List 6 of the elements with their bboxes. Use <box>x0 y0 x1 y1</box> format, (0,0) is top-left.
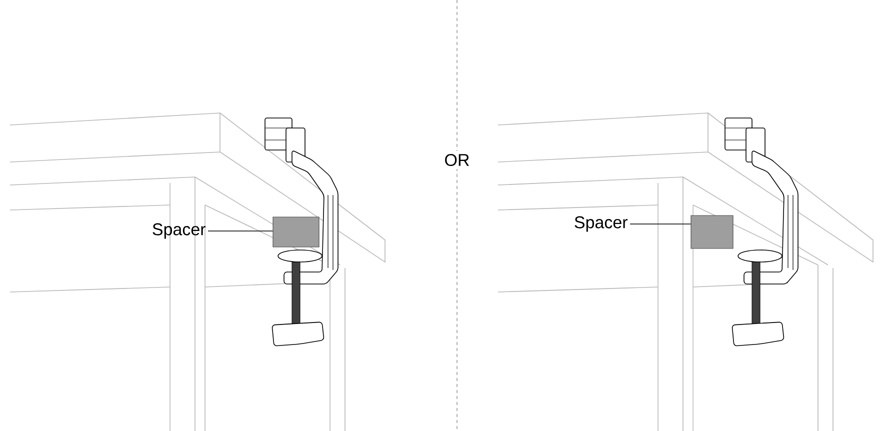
label-text: Spacer <box>152 223 206 239</box>
or-label: OR <box>441 150 473 170</box>
spacer-block <box>690 215 734 249</box>
leader-line <box>208 230 274 232</box>
label-text: Spacer <box>574 216 628 232</box>
spacer-block <box>272 216 320 248</box>
